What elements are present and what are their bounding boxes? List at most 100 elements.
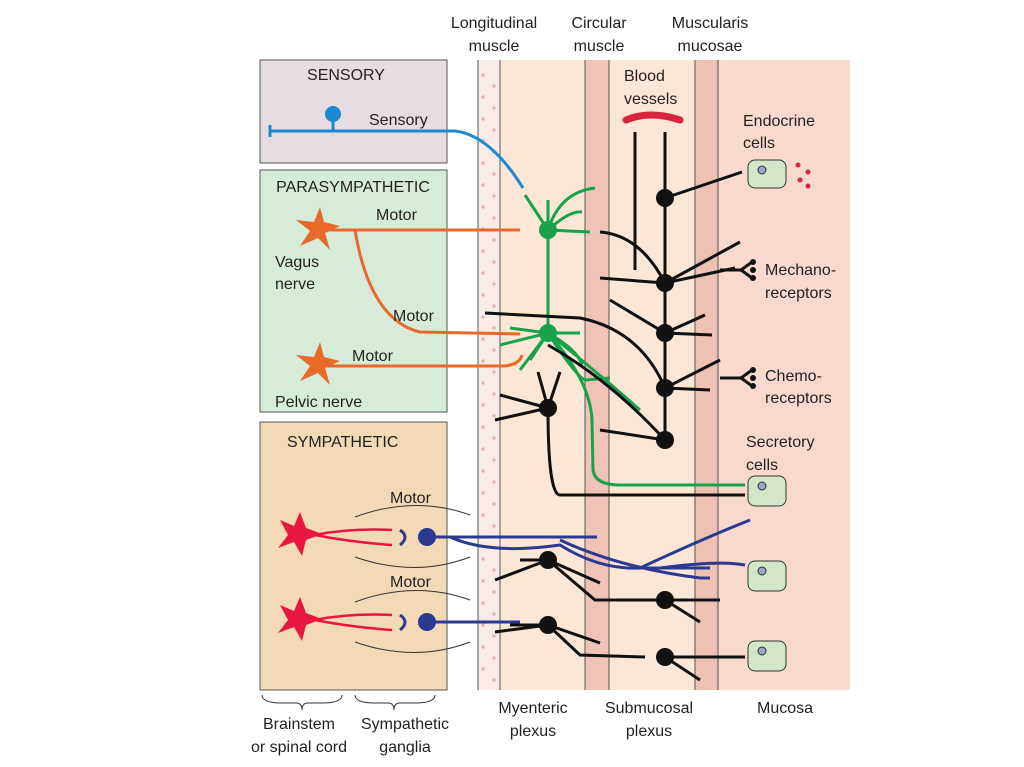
muscle-dot [492,326,496,330]
sympathetic-title: SYMPATHETIC [287,434,398,451]
sensory-soma [325,106,341,122]
muscle-dot [481,623,485,627]
muscle-dot [481,601,485,605]
muscle-dot [481,249,485,253]
muscle-dot [481,161,485,165]
circular-muscle-layer [585,60,609,690]
blood-vessels-label: vessels [624,91,677,108]
layer-borders [477,60,719,690]
muscle-dot [492,392,496,396]
muscle-dot [492,238,496,242]
secretory-cells-label: Secretory [746,434,814,451]
sympathetic-box [259,421,448,691]
chemoreceptors-label: receptors [765,390,832,407]
sensory-title: SENSORY [307,67,385,84]
muscle-dot [481,271,485,275]
muscle-dot [492,260,496,264]
submucosa-layer [609,60,695,690]
secretory-cell-icon [747,475,787,672]
sensory-neuron-label: Sensory [369,112,428,129]
muscle-dot [492,502,496,506]
muscle-dot [481,469,485,473]
muscle-dot [492,590,496,594]
muscle-dot [492,172,496,176]
muscle-dot [481,183,485,187]
muscle-dot [492,634,496,638]
mucosa-label: Mucosa [757,700,813,717]
longitudinal-muscle-label: Longitudinal [451,15,537,32]
muscle-dot [492,370,496,374]
ganglion-outline [354,504,471,653]
black-enteric-neurons [484,132,753,682]
myenteric-layer [500,60,585,690]
endocrine-cells-label: Endocrine [743,113,815,130]
pelvic-soma-icon [296,342,340,385]
muscularis-mucosae-label: Muscularis [672,15,748,32]
sympathetic-soma-icon [278,597,322,641]
sympathetic-soma-icon [278,512,322,556]
muscle-dot [481,403,485,407]
submucosal-plexus-label: Submucosal [605,700,693,717]
muscle-dot [492,84,496,88]
muscle-dot [492,568,496,572]
motor-label: Motor [352,348,394,365]
sympathetic-postganglionic-axons [399,518,751,632]
motor-label: Motor [376,207,418,224]
motor-label: Motor [390,574,432,591]
muscle-dot [492,678,496,682]
black-neuron-somas [539,189,756,666]
muscle-dot [492,128,496,132]
muscle-dot [481,117,485,121]
sympathetic-ganglia-label: ganglia [379,739,431,756]
muscle-dot [481,425,485,429]
parasympathetic-axons [315,228,524,368]
muscle-dot [492,458,496,462]
secretory-cells-label: cells [746,457,778,474]
blood-vessels-label: Blood [624,68,665,85]
brainstem-label: Brainstem [263,716,335,733]
muscle-dot [481,73,485,77]
circular-muscle-label: Circular [571,15,627,32]
green-neuron-soma [539,324,557,342]
chemoreceptors-label: Chemo- [765,368,822,385]
muscle-dot [492,524,496,528]
muscle-dot [492,194,496,198]
brainstem-label: or spinal cord [251,739,347,756]
submucosal-plexus-label: plexus [626,723,672,740]
motor-label: Motor [393,308,435,325]
muscle-dot [492,414,496,418]
muscularis-mucosae-layer [695,60,718,690]
muscle-dot [481,315,485,319]
muscle-dot [492,656,496,660]
muscle-dot [481,667,485,671]
longitudinal-muscle-label: muscle [469,38,520,55]
muscle-dot [492,480,496,484]
motor-label: Motor [390,490,432,507]
bottom-brackets [261,694,436,711]
parasympathetic-box [259,169,448,413]
muscle-dot [481,579,485,583]
blood-vessel-icon [622,111,684,124]
mechanoreceptors-label: receptors [765,285,832,302]
vagus-nerve-label: nerve [275,276,315,293]
muscle-dot [481,381,485,385]
muscle-dot [492,348,496,352]
pelvic-nerve-label: Pelvic nerve [275,394,362,411]
muscle-dot [481,491,485,495]
circular-muscle-label: muscle [574,38,625,55]
muscularis-mucosae-label: mucosae [678,38,743,55]
sympathetic-preganglionic-axons [314,528,393,632]
muscle-dot [481,513,485,517]
myenteric-plexus-label: Myenteric [498,700,567,717]
endocrine-cell-icon [747,159,811,189]
muscle-dot [481,337,485,341]
ganglion-neuron [418,528,436,546]
muscle-dot [481,359,485,363]
endocrine-cells-label: cells [743,135,775,152]
muscle-dot [481,293,485,297]
mechanoreceptors-label: Mechano- [765,262,836,279]
muscle-dot [481,205,485,209]
muscle-dot [492,216,496,220]
muscle-dot [481,95,485,99]
